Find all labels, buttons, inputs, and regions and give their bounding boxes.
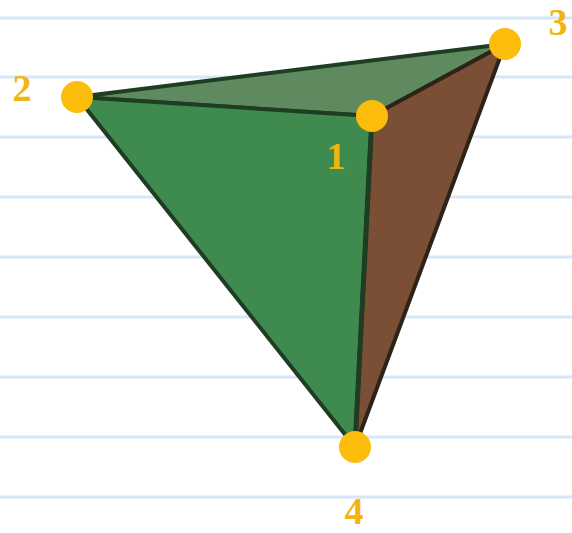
callout-number: 2 [13,69,32,107]
front-edge [355,116,372,447]
right-face [355,44,505,447]
callout-number: 3 [549,3,568,41]
vertex-dots [61,28,521,463]
callout-number: 1 [327,137,346,175]
left-face [77,97,372,447]
callout-number: 4 [345,492,364,530]
ruled-lines [0,18,572,497]
